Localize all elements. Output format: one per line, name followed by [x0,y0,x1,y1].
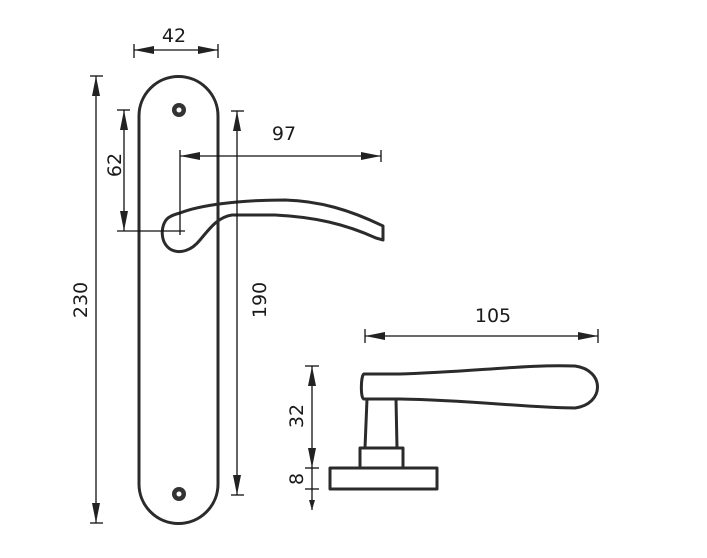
dim-lever-projection: 97 [272,123,296,145]
screw-bottom-icon [172,487,186,501]
lever-side [359,364,599,410]
dim-lever-length: 105 [475,305,511,327]
lever-front [160,198,385,254]
spindle-neck [363,398,399,449]
dim-screw-spacing: 190 [249,282,271,318]
backplate [137,75,220,525]
screw-top-icon [172,103,186,117]
rose-base [328,466,439,491]
dim-spindle-offset: 62 [104,153,126,177]
dim-lever-height: 32 [286,404,308,428]
rose-collar [358,446,405,470]
dim-rose-thickness: 8 [286,473,308,485]
dim-plate-width: 42 [162,25,186,47]
dim-plate-height: 230 [70,282,92,318]
